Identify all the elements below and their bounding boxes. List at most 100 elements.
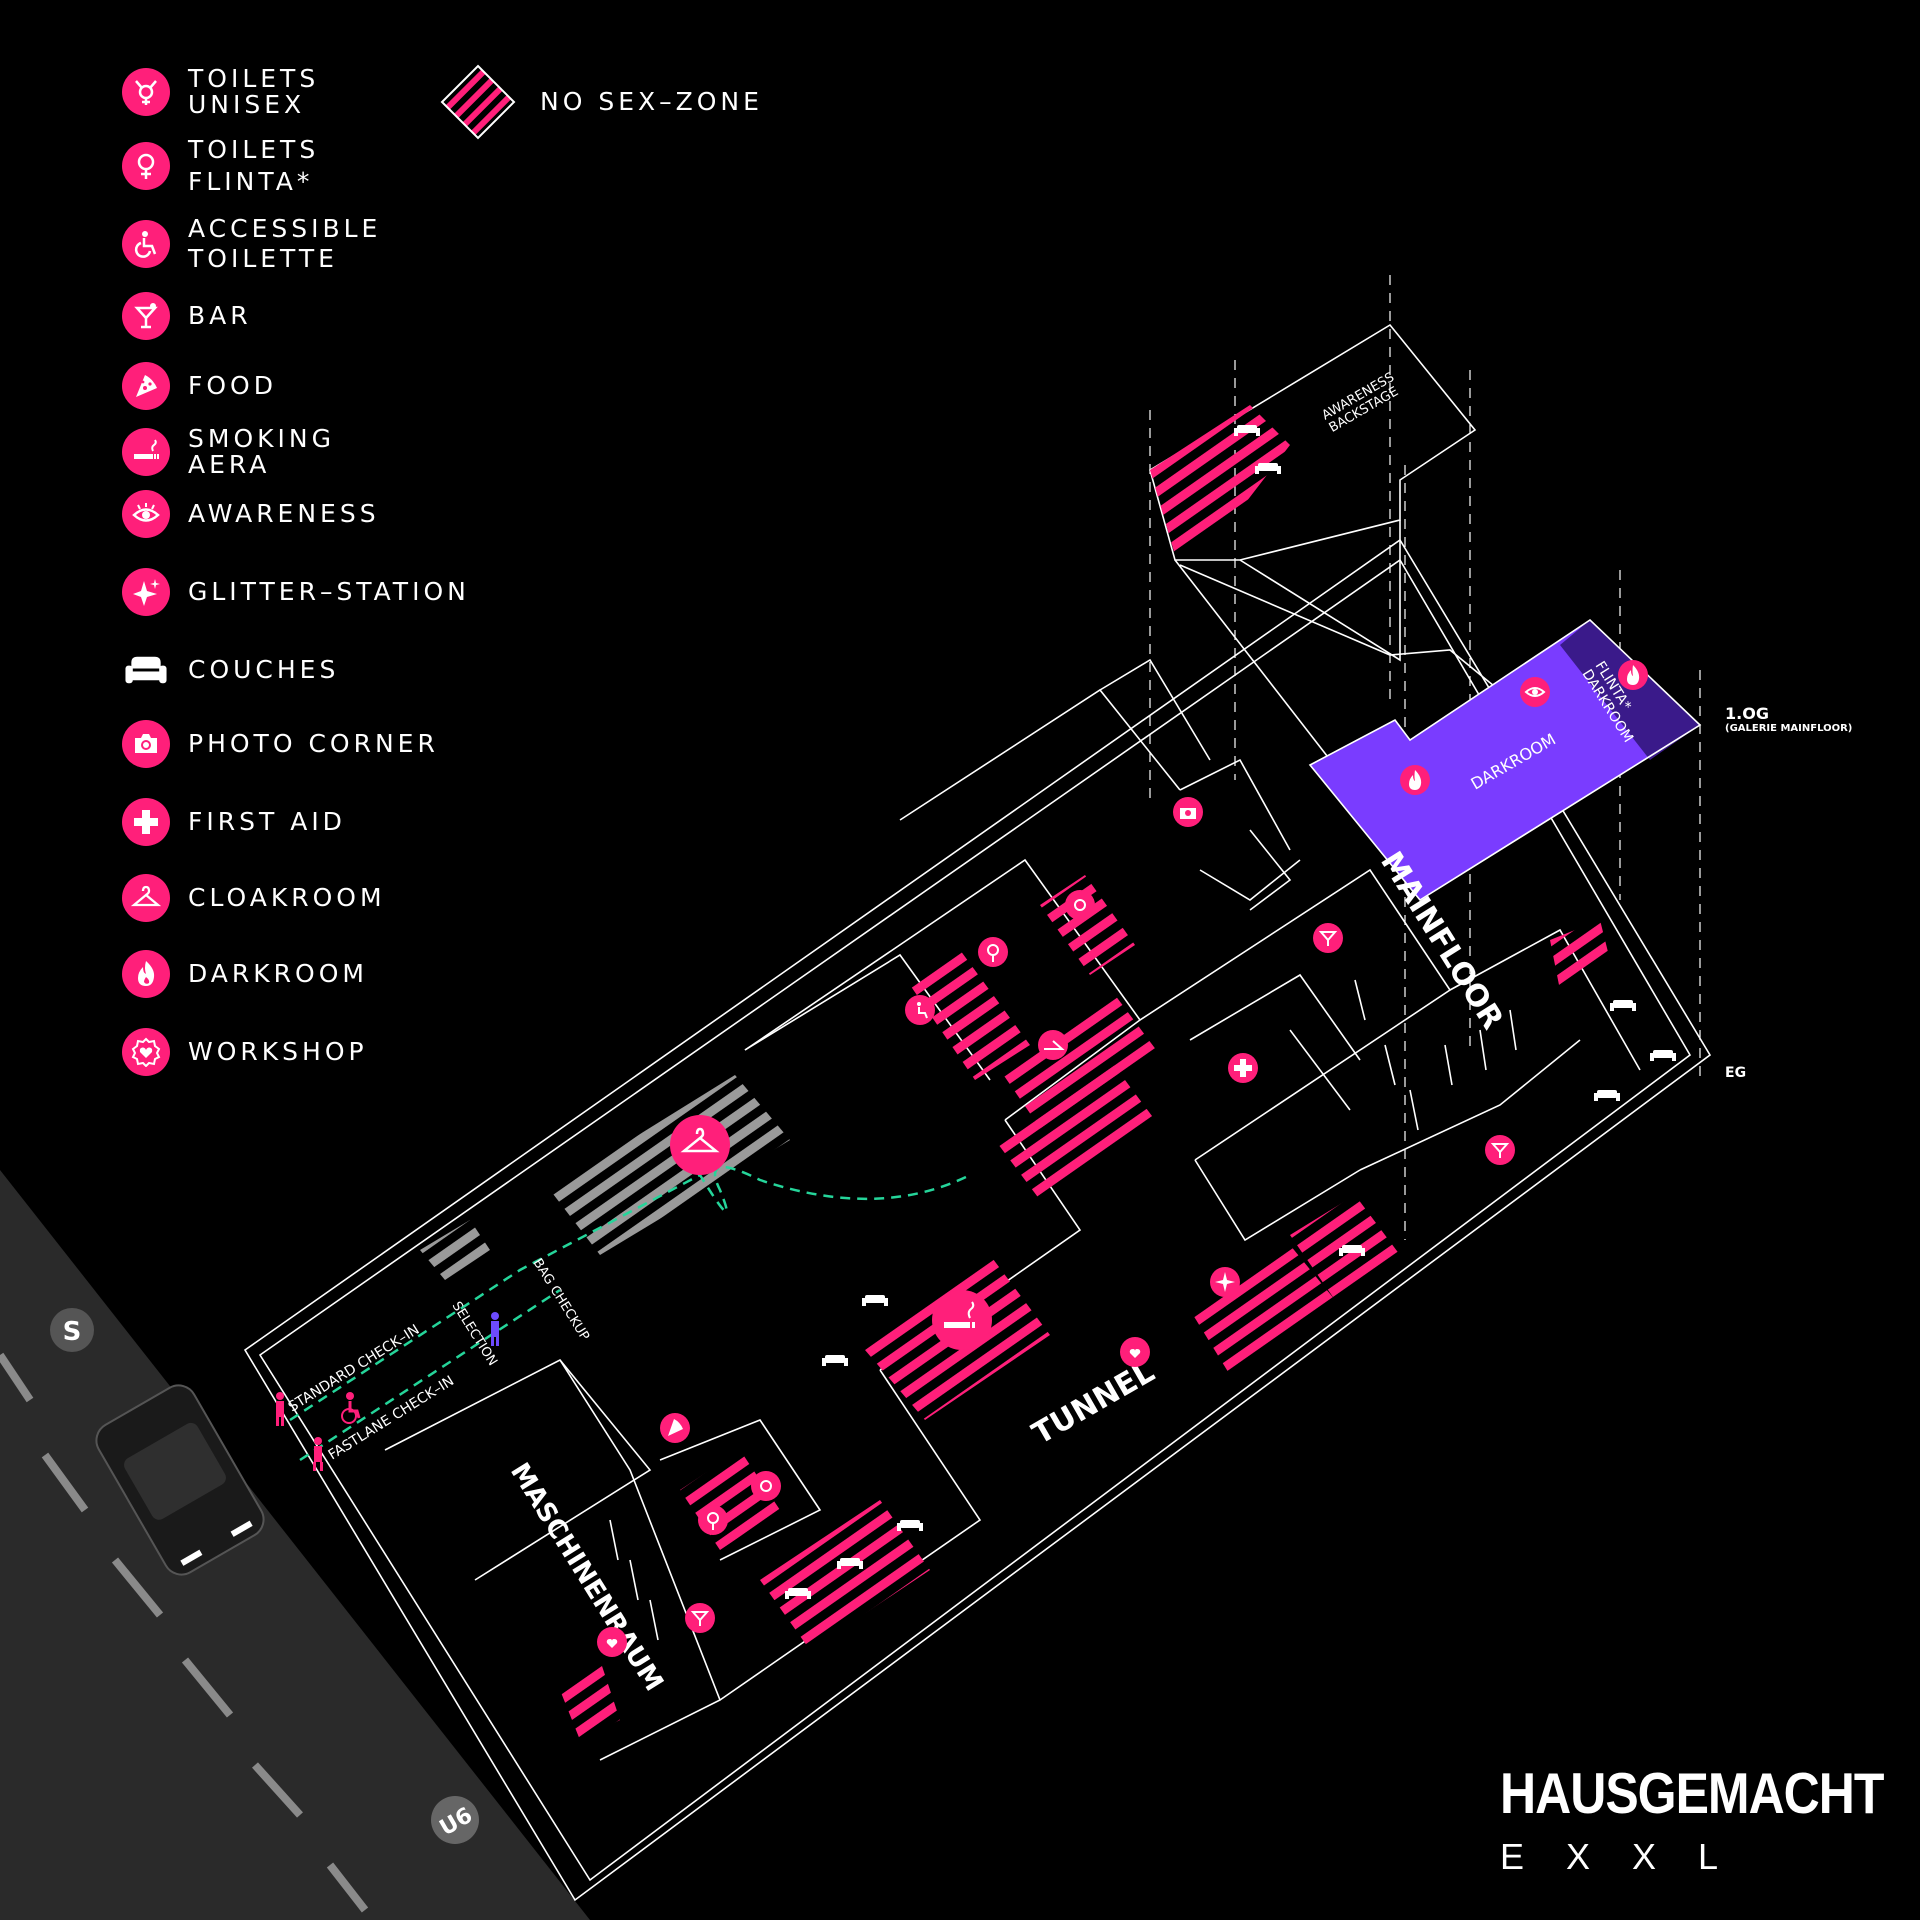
first-aid-pin[interactable]	[1228, 1053, 1258, 1083]
smoking-icon	[122, 428, 170, 476]
bar-pin[interactable]	[1313, 923, 1343, 953]
ground-floor-label: EG	[1725, 1065, 1746, 1081]
maschinenraum-label: MASCHINENRAUM	[504, 1458, 669, 1697]
couch-icon	[1594, 1090, 1620, 1101]
svg-text:S: S	[63, 1317, 82, 1347]
legend-label: ACCESSIBLE TOILETTE	[188, 214, 382, 273]
food-pin[interactable]	[660, 1413, 690, 1443]
legend-label: WORKSHOP	[188, 1037, 368, 1066]
person-icon	[276, 1392, 284, 1426]
brand-logo: HAUSGEMACHT EXXL	[1500, 1760, 1884, 1878]
legend-item-workshop: WORKSHOP	[122, 1028, 368, 1076]
people-figures	[276, 1312, 499, 1471]
couch-icon	[862, 1295, 888, 1306]
legend-item-toilets-flinta: TOILETS FLINTA*	[122, 134, 319, 198]
bar-pin-2[interactable]	[1485, 1135, 1515, 1165]
tunnel-label: TUNNEL	[1027, 1354, 1161, 1452]
legend-item-food: FOOD	[122, 362, 277, 410]
couch-icon	[1650, 1050, 1676, 1061]
cloakroom-pin-2[interactable]	[1038, 1030, 1068, 1060]
s-bahn-sign: S	[50, 1308, 94, 1352]
legend-item-glitter: GLITTER–STATION	[122, 568, 470, 616]
couch-icon	[122, 646, 170, 694]
food-icon	[122, 362, 170, 410]
legend-label: AWARENESS	[188, 499, 380, 528]
legend-label: BAR	[188, 301, 252, 330]
upper-floor-galerie	[1308, 618, 1702, 902]
accessible-person-icon	[341, 1392, 361, 1424]
legend-label: COUCHES	[188, 655, 340, 684]
legend-label: DARKROOM	[188, 959, 368, 988]
legend-label: GLITTER–STATION	[188, 577, 470, 606]
accessible-icon	[122, 220, 170, 268]
legend-item-accessible: ACCESSIBLE TOILETTE	[122, 214, 381, 274]
camera-icon	[122, 720, 170, 768]
legend-label: FOOD	[188, 371, 277, 400]
upper-floor-label: 1.OG	[1725, 704, 1769, 723]
legend-label: PHOTO CORNER	[188, 729, 439, 758]
workshop-icon	[122, 1028, 170, 1076]
couch-icon	[822, 1355, 848, 1366]
couch-icon	[897, 1520, 923, 1531]
cloakroom-pin[interactable]	[670, 1115, 730, 1175]
glitter-icon	[122, 568, 170, 616]
map-pins	[597, 660, 1648, 1657]
legend-item-photo: PHOTO CORNER	[122, 720, 439, 768]
darkroom-icon	[122, 950, 170, 998]
upper-floor-sub-label: (GALERIE MAINFLOOR)	[1725, 723, 1852, 734]
entry-path	[289, 1165, 971, 1462]
legend-label: SMOKING AERA	[188, 424, 335, 479]
person-icon	[313, 1437, 323, 1471]
no-sex-zones	[420, 405, 1610, 1740]
legend-label: TOILETS FLINTA*	[188, 135, 320, 196]
workshop-pin[interactable]	[1120, 1337, 1150, 1367]
legend-item-cloakroom: CLOAKROOM	[122, 874, 386, 922]
legend-item-bar: BAR	[122, 292, 252, 340]
bar-pin-3[interactable]	[685, 1603, 715, 1633]
bar-icon	[122, 292, 170, 340]
awareness-pin[interactable]	[1520, 677, 1550, 707]
cloakroom-icon	[122, 874, 170, 922]
couch-icon	[1234, 425, 1260, 436]
legend-item-no-sex-zone: NO SEX–ZONE	[438, 62, 763, 142]
darkroom-pin-2[interactable]	[1618, 660, 1648, 690]
toilets-unisex-pin-2[interactable]	[751, 1471, 781, 1501]
toilets-flinta-pin[interactable]	[978, 937, 1008, 967]
accessible-pin[interactable]	[905, 995, 935, 1025]
street	[0, 1170, 590, 1920]
awareness-icon	[122, 490, 170, 538]
toilets-flinta-icon	[122, 142, 170, 190]
smoking-pin[interactable]	[932, 1290, 992, 1350]
brand-name: HAUSGEMACHT	[1500, 1761, 1884, 1826]
first-aid-icon	[122, 798, 170, 846]
toilets-unisex-icon	[122, 68, 170, 116]
darkroom-pin[interactable]	[1400, 765, 1430, 795]
legend-item-toilets-unisex: TOILETS UNISEX	[122, 66, 319, 118]
legend-label: CLOAKROOM	[188, 883, 386, 912]
toilets-unisex-pin[interactable]	[1065, 890, 1095, 920]
couch-markers	[785, 425, 1676, 1599]
staff-icon	[491, 1312, 499, 1346]
glitter-pin[interactable]	[1210, 1267, 1240, 1297]
legend-item-smoking: SMOKING AERA	[122, 426, 335, 478]
legend-label: TOILETS UNISEX	[188, 64, 320, 119]
pillars	[609, 979, 1517, 1641]
brand-sub: EXXL	[1500, 1836, 1761, 1877]
couch-icon	[1610, 1000, 1636, 1011]
camera-pin[interactable]	[1173, 797, 1203, 827]
legend-item-awareness: AWARENESS	[122, 490, 380, 538]
couch-icon	[837, 1558, 863, 1569]
workshop-pin-2[interactable]	[597, 1627, 627, 1657]
toilets-flinta-pin-2[interactable]	[698, 1505, 728, 1535]
legend-item-darkroom: DARKROOM	[122, 950, 368, 998]
car	[95, 1384, 265, 1576]
legend-item-couches: COUCHES	[122, 646, 339, 694]
legend-item-first-aid: FIRST AID	[122, 798, 346, 846]
legend-label: FIRST AID	[188, 807, 346, 836]
couch-icon	[1339, 1245, 1365, 1256]
no-sex-zone-label: NO SEX–ZONE	[540, 87, 763, 116]
u6-sign: U6	[431, 1796, 479, 1844]
awareness-backstage-label: AWARENESSBACKSTAGE	[1320, 370, 1405, 436]
